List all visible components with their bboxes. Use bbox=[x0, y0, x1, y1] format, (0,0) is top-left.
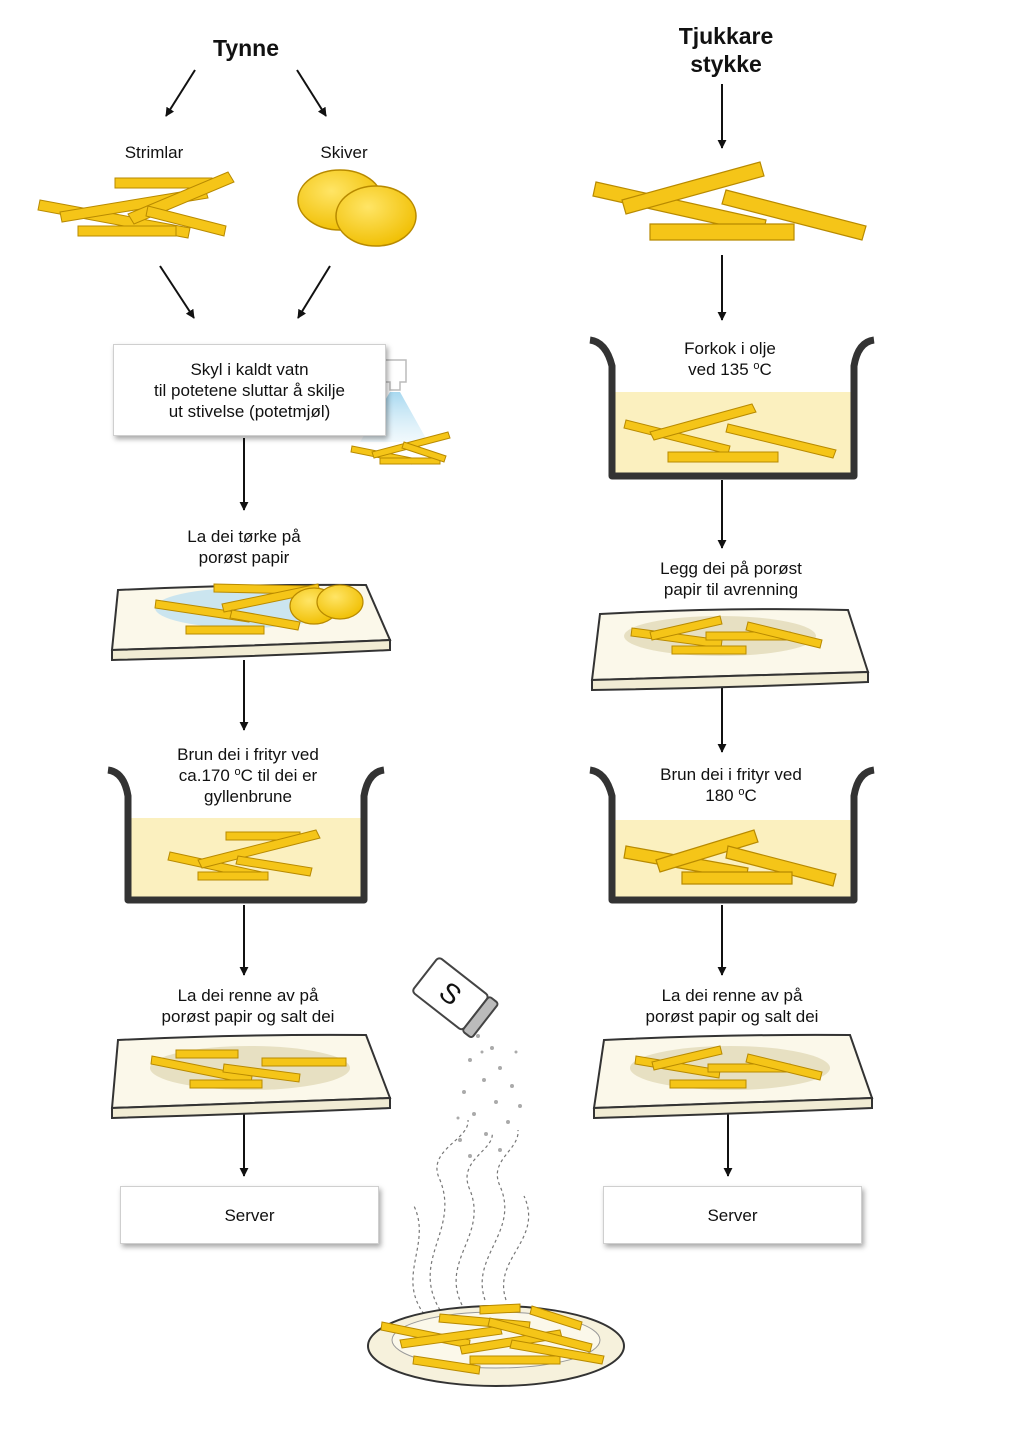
drain1-line-1: Legg dei på porøst bbox=[660, 559, 802, 578]
drain-left-line-1: La dei renne av på bbox=[177, 986, 319, 1005]
drain-step-label-right: La dei renne av på porøst papir og salt … bbox=[614, 985, 850, 1027]
arrow bbox=[159, 265, 195, 319]
right-title-line-1: Tjukkare bbox=[678, 23, 774, 49]
draining-paper-left bbox=[110, 1033, 392, 1120]
prefry-pot-right bbox=[589, 336, 875, 480]
degree-symbol: o bbox=[738, 786, 745, 798]
degree-symbol: o bbox=[234, 766, 241, 778]
fry-step-label-right: Brun dei i frityr ved 180 oC bbox=[620, 764, 842, 806]
right-title: Tjukkare stykke bbox=[640, 22, 812, 78]
prefry-unit: C bbox=[759, 360, 772, 379]
fry-right-temp: 180 bbox=[705, 786, 739, 805]
rinse-line-2: til potetene sluttar å skilje bbox=[154, 380, 345, 400]
drain-right-line-2: porøst papir og salt dei bbox=[645, 1007, 819, 1026]
drain1-step-label: Legg dei på porøst papir til avrenning bbox=[620, 558, 842, 600]
draining-paper-right-1 bbox=[590, 608, 870, 692]
slices-label: Skiver bbox=[320, 143, 368, 162]
drying-paper-left bbox=[110, 583, 392, 662]
arrow bbox=[165, 69, 196, 117]
fry-step-label-left: Brun dei i frityr ved ca.170 oC til dei … bbox=[140, 744, 356, 807]
dry-line-1: La dei tørke på bbox=[187, 527, 301, 546]
draining-paper-right-2 bbox=[592, 1033, 874, 1120]
thick-strips-pile bbox=[592, 161, 867, 241]
prefry-temp: ved 135 bbox=[688, 360, 754, 379]
serve-label-left: Server bbox=[224, 1205, 275, 1225]
frying-pot-left bbox=[107, 766, 385, 904]
flow-arrows bbox=[159, 69, 733, 1177]
rinse-step-box: Skyl i kaldt vatn til potetene sluttar å… bbox=[113, 344, 386, 436]
salt-shaker bbox=[412, 957, 499, 1038]
prefry-line-1: Forkok i olje bbox=[684, 339, 776, 358]
fry-left-line-3: gyllenbrune bbox=[204, 787, 292, 806]
left-title: Tynne bbox=[212, 35, 280, 61]
fry-left-temp: ca.170 bbox=[178, 766, 235, 785]
salt-grains bbox=[456, 1034, 522, 1158]
serve-label-right: Server bbox=[707, 1205, 758, 1225]
drain1-line-2: papir til avrenning bbox=[663, 580, 799, 599]
raw-strips-pile bbox=[37, 171, 235, 239]
arrow bbox=[296, 69, 327, 117]
fry-left-line-1: Brun dei i frityr ved bbox=[177, 745, 319, 764]
plate-of-fries bbox=[367, 1303, 625, 1387]
right-title-line-2: stykke bbox=[690, 51, 762, 77]
frying-pot-right bbox=[589, 766, 875, 904]
drain-left-line-2: porøst papir og salt dei bbox=[161, 1007, 335, 1026]
degree-symbol: o bbox=[753, 360, 760, 372]
rinsed-strips bbox=[350, 431, 451, 465]
rinse-line-1: Skyl i kaldt vatn bbox=[190, 359, 309, 379]
strips-label: Strimlar bbox=[124, 143, 184, 162]
fry-left-line-2: ca.170 oC til dei er bbox=[140, 765, 356, 786]
fry-right-line-2: 180 oC bbox=[620, 785, 842, 806]
raw-slices bbox=[297, 169, 417, 247]
fry-right-line-1: Brun dei i frityr ved bbox=[660, 765, 802, 784]
dry-step-label: La dei tørke på porøst papir bbox=[144, 526, 344, 568]
drain-step-label-left: La dei renne av på porøst papir og salt … bbox=[130, 985, 366, 1027]
drain-right-line-1: La dei renne av på bbox=[661, 986, 803, 1005]
serve-box-left: Server bbox=[120, 1186, 379, 1244]
prefry-line-2: ved 135 oC bbox=[640, 359, 820, 380]
dry-line-2: porøst papir bbox=[198, 548, 290, 567]
prefry-step-label: Forkok i olje ved 135 oC bbox=[640, 338, 820, 380]
rinse-line-3: ut stivelse (potetmjøl) bbox=[168, 401, 331, 421]
arrow bbox=[297, 265, 331, 319]
serve-box-right: Server bbox=[603, 1186, 862, 1244]
fry-right-unit: C bbox=[744, 786, 757, 805]
steam-lines bbox=[412, 1119, 530, 1315]
fry-left-line-2-end: C til dei er bbox=[240, 766, 318, 785]
